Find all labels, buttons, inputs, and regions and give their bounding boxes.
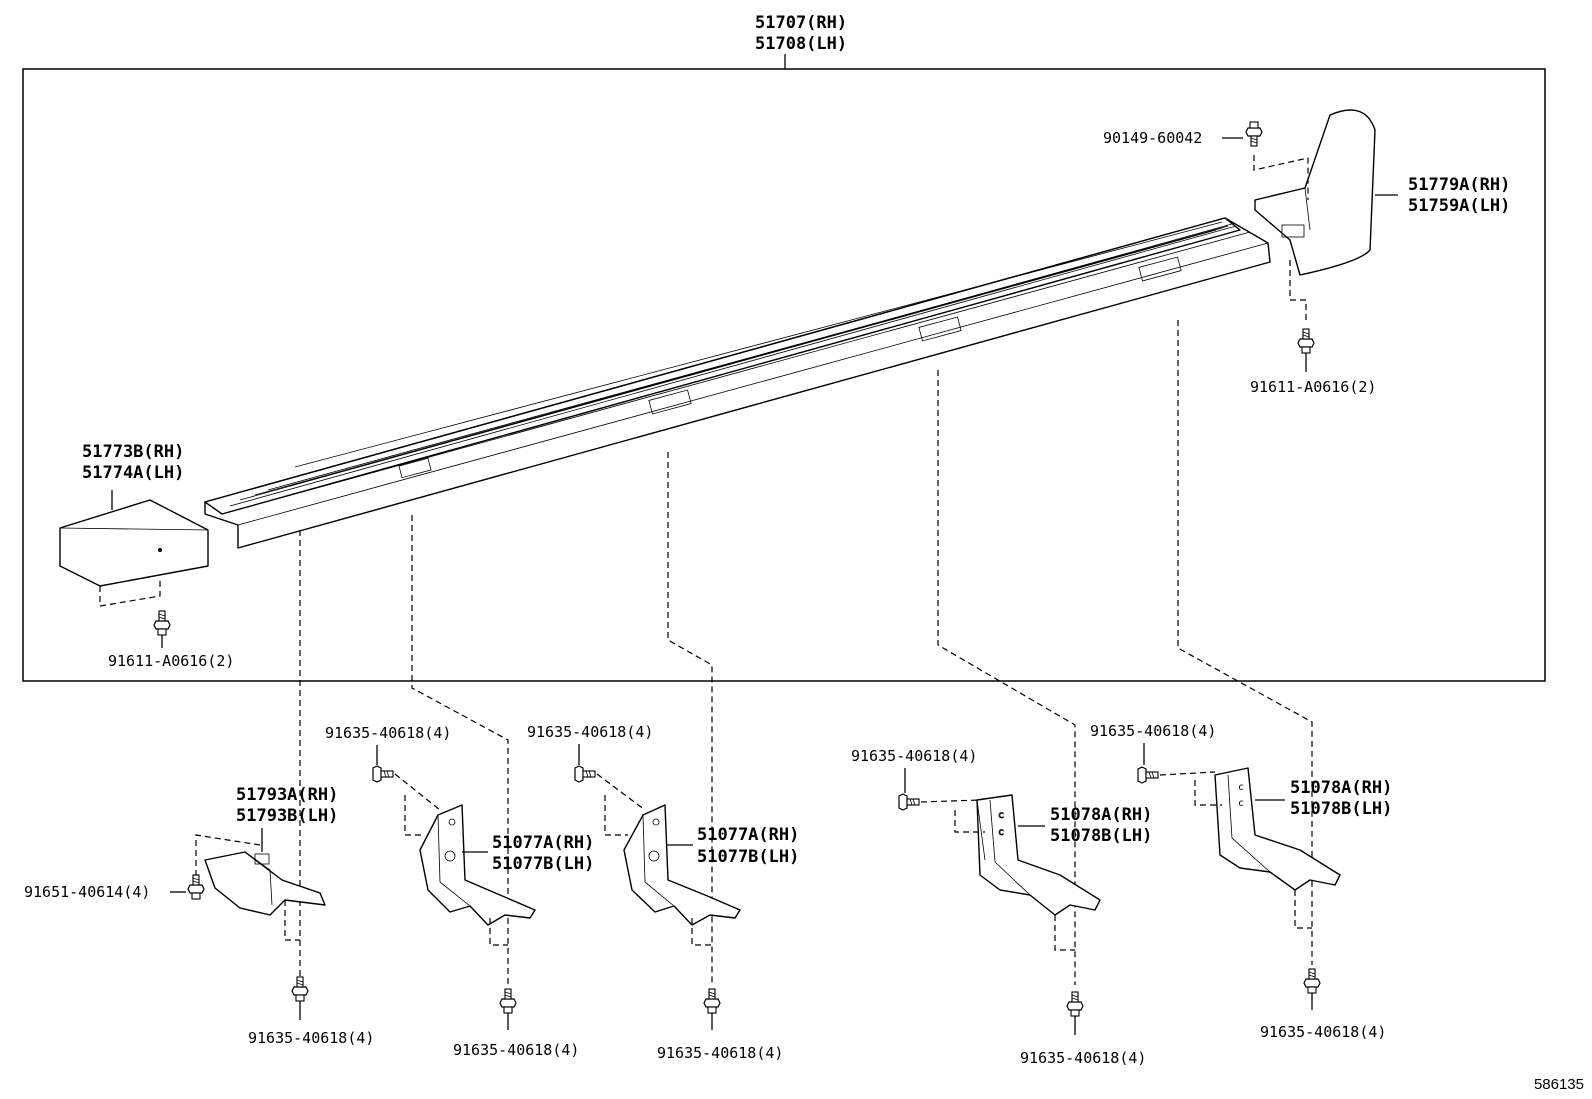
bracket2-top-bolt-icon [372,765,394,783]
bracket-3 [623,804,741,926]
rear-end-cap [1254,109,1376,276]
front-cap-rh-label: 51773B(RH) [82,442,184,462]
bracket1-side-bolt-label: 91651-40614(4) [24,883,150,901]
rear-cap-bolt-icon [1297,328,1315,354]
front-cap-bolt-label: 91611-A0616(2) [108,652,234,670]
step-lh-label: 51708(LH) [755,34,847,54]
step-rh-label: 51707(RH) [755,13,847,33]
bracket1-lh-label: 51793B(LH) [236,806,338,826]
svg-text:c: c [998,810,1004,821]
bracket1-bottom-bolt-label: 91635-40618(4) [248,1029,374,1047]
bracket4-bottom-bolt-icon [1066,991,1084,1017]
bracket4-lh-label: 51078B(LH) [1050,826,1152,846]
bracket5-top-bolt-icon [1137,766,1159,784]
bracket-5: c c [1214,767,1341,891]
front-cap-bolt-icon [153,610,171,636]
bracket3-lh-label: 51077B(LH) [697,847,799,867]
rear-cap-rh-label: 51779A(RH) [1408,175,1510,195]
diagram-reference-number: 586135 [1533,1076,1584,1093]
bracket3-rh-label: 51077A(RH) [697,825,799,845]
top-bolt-label: 90149-60042 [1103,129,1202,147]
rear-cap-bolt-label: 91611-A0616(2) [1250,378,1376,396]
bracket2-lh-label: 51077B(LH) [492,854,594,874]
bracket4-top-bolt-label: 91635-40618(4) [851,747,977,765]
svg-text:c: c [1238,798,1244,809]
bracket2-bottom-bolt-icon [499,988,517,1014]
bracket2-top-bolt-label: 91635-40618(4) [325,724,451,742]
bracket5-top-bolt-label: 91635-40618(4) [1090,722,1216,740]
bracket2-rh-label: 51077A(RH) [492,833,594,853]
bracket-1 [204,851,326,916]
bracket2-bottom-bolt-label: 91635-40618(4) [453,1041,579,1059]
bracket1-side-bolt-icon [187,874,205,900]
bracket-4: c c [976,794,1101,916]
front-end-cap [59,499,209,587]
bracket3-top-bolt-label: 91635-40618(4) [527,723,653,741]
bracket5-rh-label: 51078A(RH) [1290,778,1392,798]
running-board [204,217,1271,549]
bracket3-bottom-bolt-label: 91635-40618(4) [657,1044,783,1062]
bracket3-bottom-bolt-icon [703,988,721,1014]
svg-text:c: c [1238,782,1244,793]
svg-text:c: c [998,827,1004,838]
bracket4-bottom-bolt-label: 91635-40618(4) [1020,1049,1146,1067]
assembly-frame [22,68,1546,682]
bracket5-bottom-bolt-label: 91635-40618(4) [1260,1023,1386,1041]
bracket5-lh-label: 51078B(LH) [1290,799,1392,819]
top-bolt-icon [1245,121,1263,147]
bracket4-top-bolt-icon [898,793,920,811]
bracket5-bottom-bolt-icon [1303,968,1321,994]
bracket4-rh-label: 51078A(RH) [1050,805,1152,825]
bracket1-bottom-bolt-icon [291,976,309,1002]
bracket1-rh-label: 51793A(RH) [236,785,338,805]
front-cap-lh-label: 51774A(LH) [82,463,184,483]
bracket-2 [419,804,536,926]
bracket3-top-bolt-icon [574,765,596,783]
rear-cap-lh-label: 51759A(LH) [1408,196,1510,216]
